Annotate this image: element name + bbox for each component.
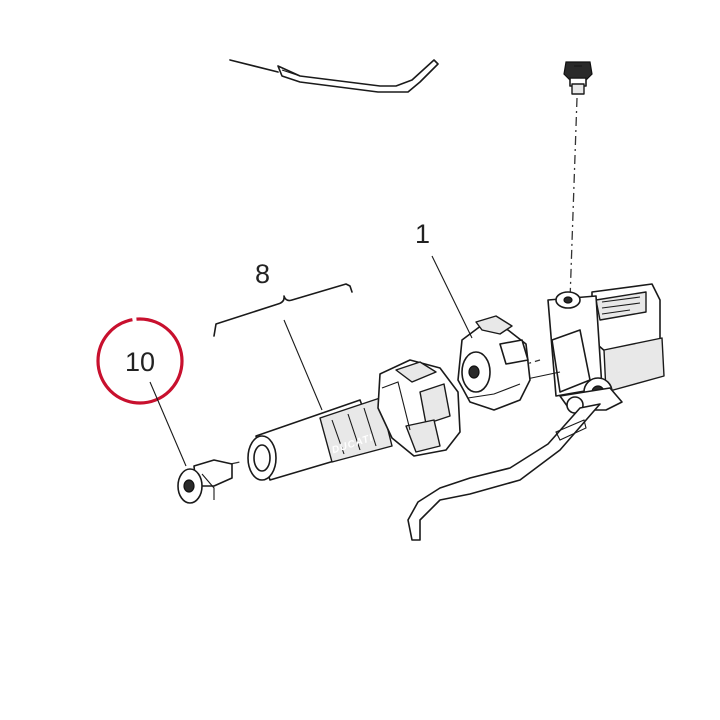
callout-number: 8 [255,259,270,289]
bar-end-weight-part [177,459,233,504]
mounting-bolt-part [563,61,593,95]
highlight-circle [96,317,184,405]
brake-master-cylinder [407,283,665,541]
callout-switch-housing: 1 [415,219,473,339]
grip-span-bracket [213,283,353,337]
callout-number: 10 [125,347,155,377]
upper-bracket-part [229,59,439,93]
callout-bar-end-weight: 10 [96,317,187,467]
callout-grip-assembly: 8 [213,259,353,411]
throttle-grip-part: DUCATI [247,359,461,481]
callout-number: 1 [415,219,430,249]
switch-housing-part [457,315,531,411]
